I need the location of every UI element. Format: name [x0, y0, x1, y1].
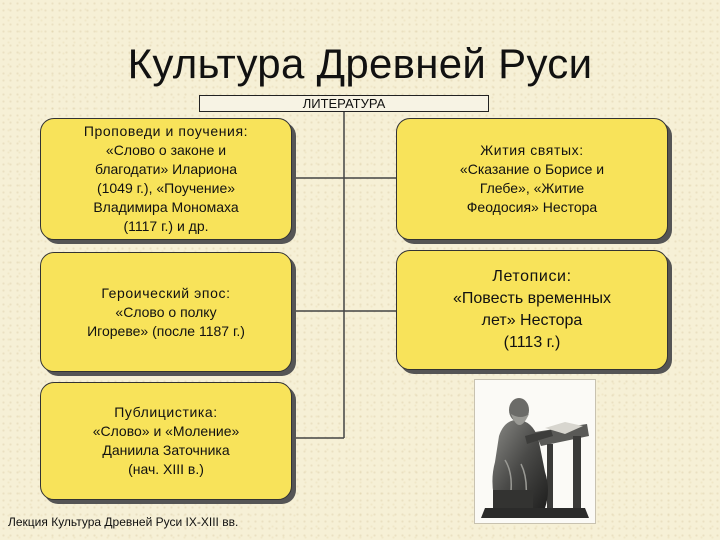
node-epic-line: Игореве» (после 1187 г.)	[87, 322, 245, 339]
footer-caption: Лекция Культура Древней Руси IX-XIII вв.	[8, 515, 239, 529]
node-chronicles-heading: Летописи:	[492, 268, 572, 285]
node-epic: Героический эпос: «Слово о полку Игореве…	[40, 252, 292, 372]
node-chronicles: Летописи: «Повесть временных лет» Нестор…	[396, 250, 668, 370]
node-sermons-line: «Слово о законе и	[105, 142, 227, 158]
literature-label: ЛИТЕРАТУРА	[199, 95, 489, 112]
node-sermons-heading: Проповеди и поучения:	[83, 123, 249, 139]
node-lives-heading: Жития святых:	[480, 142, 584, 158]
node-sermons-line: благодати» Илариона	[94, 161, 238, 177]
node-publicism-line: Даниила Заточника	[102, 442, 230, 458]
node-publicism-heading: Публицистика:	[114, 404, 218, 420]
node-lives: Жития святых: «Сказание о Борисе и Глебе…	[396, 118, 668, 240]
node-epic-line: «Слово о полку	[115, 303, 217, 320]
node-chronicles-line: (1113 г.)	[503, 334, 561, 351]
node-sermons: Проповеди и поучения: «Слово о законе и …	[40, 118, 292, 240]
monk-chronicler-statue-image	[474, 379, 596, 524]
node-lives-line: Глебе», «Житие	[479, 180, 585, 196]
node-sermons-line: Владимира Мономаха	[93, 199, 239, 215]
node-lives-line: «Сказание о Борисе и	[459, 161, 605, 177]
slide-title: Культура Древней Руси	[127, 40, 593, 87]
monk-statue-icon	[481, 398, 589, 518]
node-publicism: Публицистика: «Слово» и «Моление» Даниил…	[40, 382, 292, 500]
node-sermons-line: (1117 г.) и др.	[123, 218, 209, 234]
node-publicism-line: «Слово» и «Моление»	[92, 423, 240, 439]
node-chronicles-line: лет» Нестора	[481, 312, 583, 329]
node-sermons-line: (1049 г.), «Поучение»	[96, 180, 236, 196]
node-publicism-line: (нач. XIII в.)	[128, 461, 204, 477]
node-lives-line: Феодосия» Нестора	[466, 199, 598, 215]
node-epic-heading: Героический эпос:	[101, 284, 231, 301]
node-chronicles-line: «Повесть временных	[453, 290, 611, 307]
